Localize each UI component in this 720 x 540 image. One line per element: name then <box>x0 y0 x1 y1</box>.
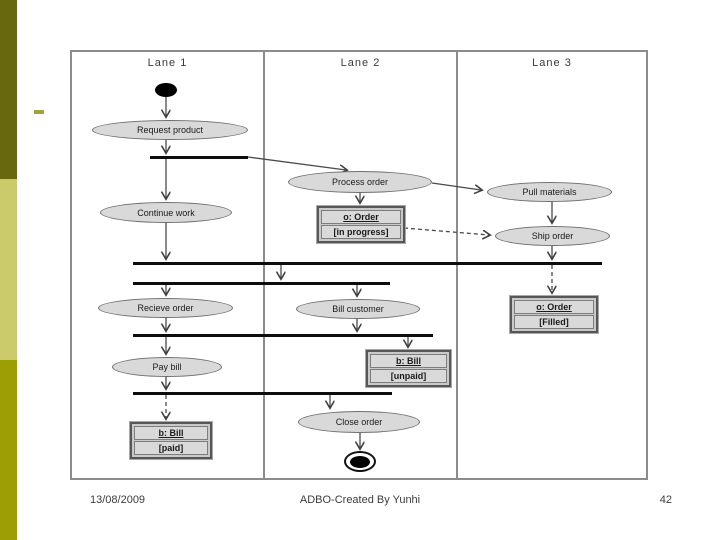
object-bill-unpaid: b: Bill [unpaid] <box>366 350 451 387</box>
fork-bar-2 <box>133 282 390 285</box>
activity-diagram-frame: Lane 1 Lane 2 Lane 3 <box>70 50 648 480</box>
flow-connectors <box>72 97 646 478</box>
lane-2-label: Lane 2 <box>340 57 381 69</box>
control-flow-arrow <box>431 182 481 190</box>
footer-credit: ADBO-Created By Yunhi <box>299 494 421 506</box>
footer-date: 13/08/2009 <box>90 494 146 506</box>
activity-ship-order: Ship order <box>495 226 610 246</box>
object-flow-arrow <box>403 227 489 235</box>
activity-request-product: Request product <box>92 120 248 140</box>
activity-recieve-order: Recieve order <box>98 298 233 318</box>
lane-1-label: Lane 1 <box>147 57 188 69</box>
lane-divider-1 <box>263 52 265 478</box>
object-title: o: Order <box>321 210 401 224</box>
object-state: [unpaid] <box>370 369 447 383</box>
final-node-core <box>350 455 370 468</box>
activity-pay-bill: Pay bill <box>112 357 222 377</box>
object-state: [paid] <box>134 441 208 455</box>
join-bar-3 <box>133 392 392 395</box>
join-bar-1 <box>133 262 602 265</box>
activity-continue-work: Continue work <box>100 202 232 223</box>
object-bill-paid: b: Bill [paid] <box>130 422 212 459</box>
sidebar-segment-bottom <box>0 360 17 540</box>
initial-node <box>155 83 177 97</box>
lane-divider-2 <box>456 52 458 478</box>
object-state: [Filled] <box>514 315 594 329</box>
object-state: [in progress] <box>321 225 401 239</box>
footer-page-number: 42 <box>659 494 672 506</box>
sidebar-segment-top <box>0 0 17 179</box>
activity-close-order: Close order <box>298 411 420 433</box>
object-title: o: Order <box>514 300 594 314</box>
control-flow-arrow <box>247 156 346 170</box>
activity-bill-customer: Bill customer <box>296 299 420 319</box>
object-order-in-progress: o: Order [in progress] <box>317 206 405 243</box>
activity-pull-materials: Pull materials <box>487 182 612 202</box>
object-title: b: Bill <box>370 354 447 368</box>
object-title: b: Bill <box>134 426 208 440</box>
object-order-filled: o: Order [Filled] <box>510 296 598 333</box>
bullet-dash-icon <box>34 110 44 114</box>
fork-bar-1 <box>150 156 248 159</box>
sidebar-segment-middle <box>0 179 17 360</box>
final-node <box>344 451 376 472</box>
lane-3-label: Lane 3 <box>532 57 572 69</box>
activity-process-order: Process order <box>288 171 432 193</box>
join-bar-2 <box>133 334 433 337</box>
